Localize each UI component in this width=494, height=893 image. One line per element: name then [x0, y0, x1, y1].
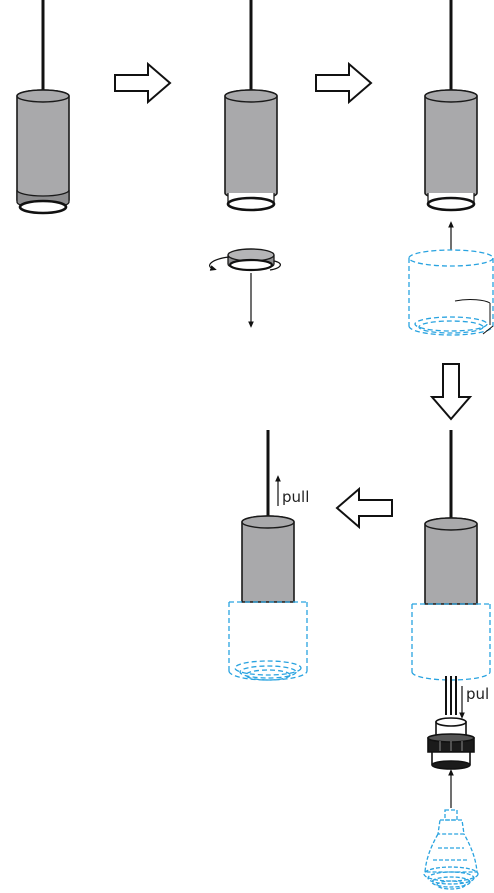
step-1-lamp	[16, 0, 70, 215]
lamp-housing	[224, 89, 278, 200]
lamp-housing	[16, 89, 70, 207]
hollow-arrow-icon	[429, 363, 473, 421]
dashed-shade	[408, 249, 494, 336]
lamp-opening	[18, 199, 68, 215]
hollow-arrow-icon	[315, 61, 373, 105]
dashed-shade	[411, 603, 491, 681]
lamp-opening	[426, 196, 476, 212]
lamp-housing	[424, 89, 478, 200]
step-5-lamp	[241, 430, 295, 603]
step-4-lamp	[424, 430, 478, 605]
lamp-housing	[241, 515, 295, 603]
lamp-opening	[226, 196, 276, 212]
lamp-socket	[427, 717, 475, 770]
rotate-arrow-icon	[209, 256, 230, 271]
socket-wires	[445, 676, 457, 715]
pull-label-down: pul	[466, 685, 489, 703]
hollow-arrow-icon	[335, 486, 393, 530]
hollow-arrow-icon	[114, 61, 172, 105]
dashed-bulb	[423, 809, 479, 890]
pull-label-up: pull	[282, 488, 309, 506]
dashed-shade	[228, 601, 308, 681]
step-3-lamp	[424, 0, 478, 212]
step-2-lamp	[224, 0, 278, 212]
detached-ring	[227, 248, 275, 272]
lamp-housing	[424, 517, 478, 605]
